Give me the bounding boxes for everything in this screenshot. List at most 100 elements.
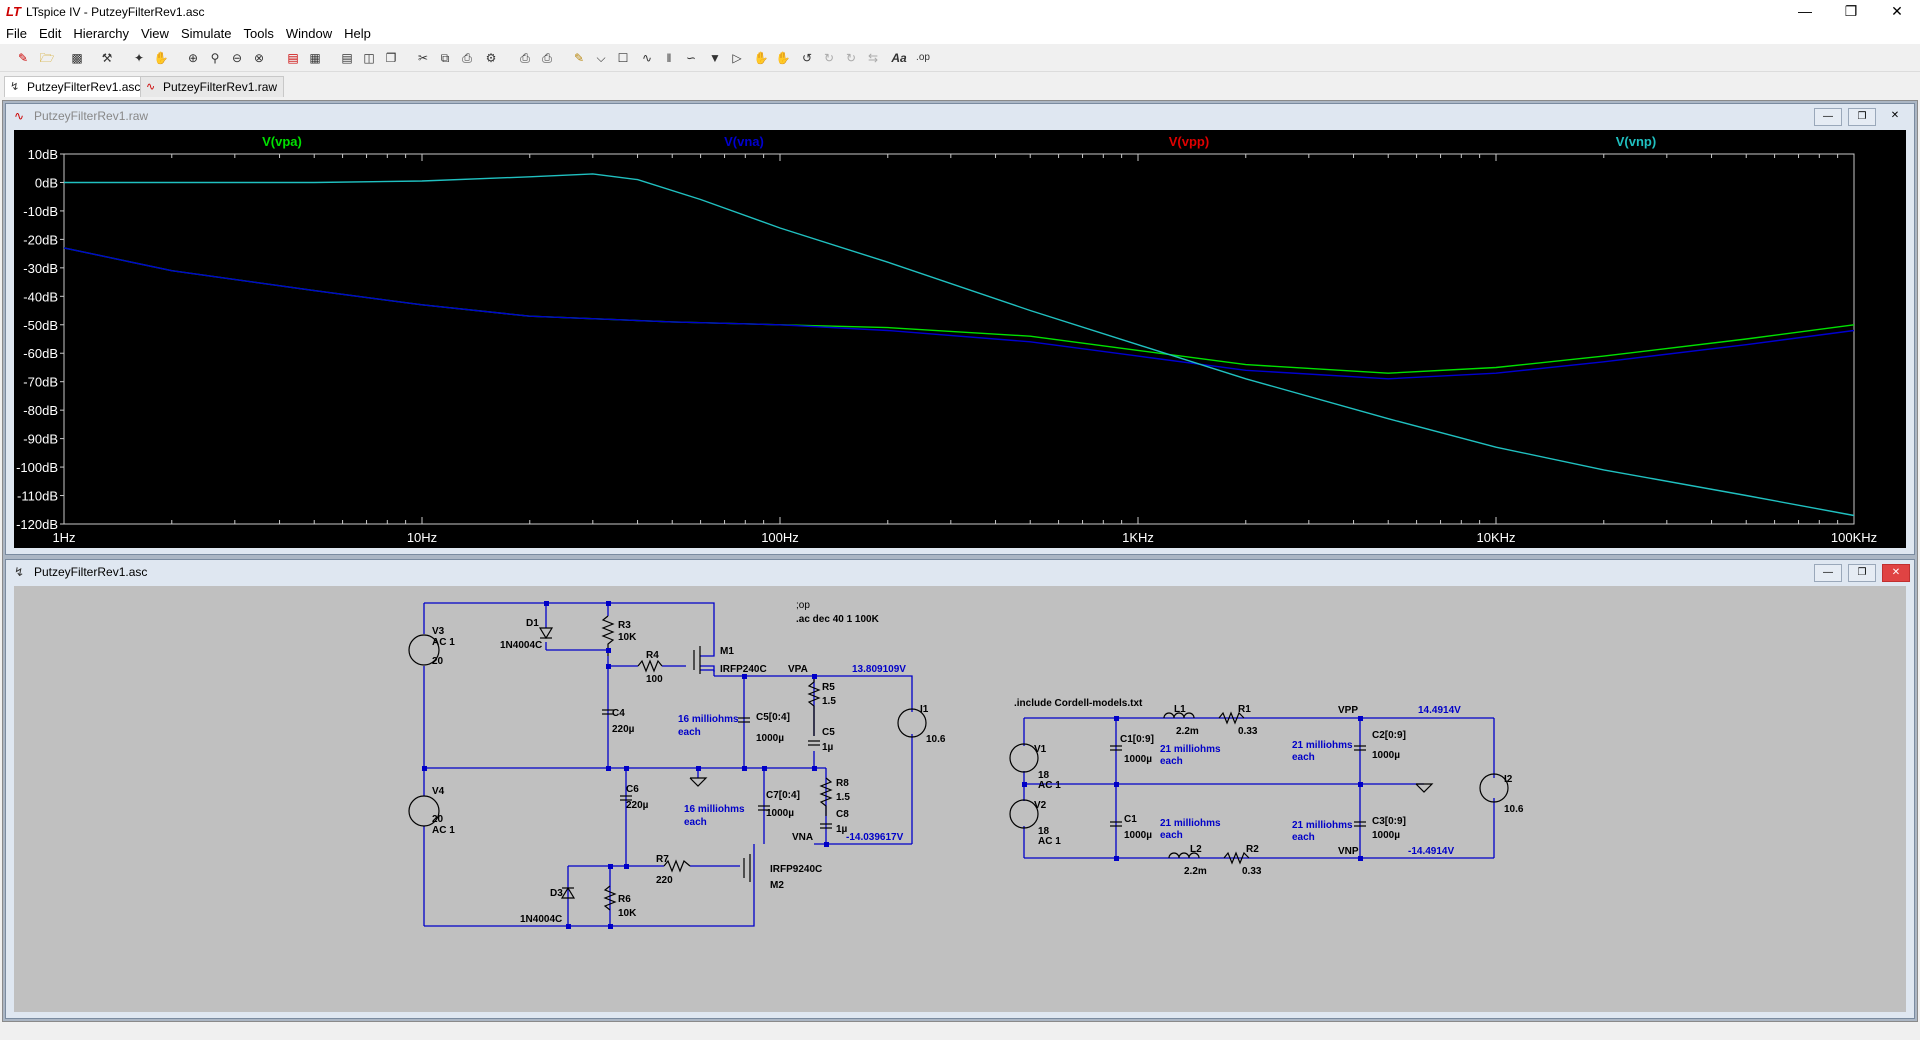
directive-include[interactable]: .include Cordell-models.txt bbox=[1014, 698, 1143, 709]
tab-schematic[interactable]: ↯ PutzeyFilterRev1.asc bbox=[4, 76, 148, 97]
r8-value: 1.5 bbox=[836, 792, 850, 803]
open-icon[interactable]: 🗁 bbox=[39, 51, 55, 65]
y-tick-label: -40dB bbox=[23, 289, 58, 304]
autorange-icon[interactable]: ▤ bbox=[287, 51, 299, 65]
menu-view[interactable]: View bbox=[140, 26, 169, 41]
c3arr-value: 1000µ bbox=[1372, 830, 1400, 841]
save-icon[interactable]: ▩ bbox=[71, 51, 83, 65]
cut-icon[interactable]: ✂ bbox=[417, 51, 429, 65]
plot-frame bbox=[63, 153, 1855, 525]
move-icon[interactable]: ✋ bbox=[753, 51, 769, 65]
new-schematic-icon[interactable]: ✎ bbox=[17, 51, 29, 65]
esr-note-c5-each: each bbox=[678, 727, 701, 738]
schematic-canvas[interactable]: V3 AC 1 20 V4 20 AC 1 D1 1N4004C R3 10K … bbox=[14, 586, 1906, 1012]
tile-vertical-icon[interactable]: ◫ bbox=[363, 51, 375, 65]
menu-file[interactable]: File bbox=[6, 26, 27, 41]
d1-label: D1 bbox=[526, 618, 539, 629]
waveform-window-titlebar[interactable]: ∿ PutzeyFilterRev1.raw — ❐ ✕ bbox=[6, 104, 1914, 128]
c4-value: 220µ bbox=[612, 724, 635, 735]
zoom-in-icon[interactable]: ⊕ bbox=[187, 51, 199, 65]
cascade-icon[interactable]: ❐ bbox=[385, 51, 397, 65]
schematic-minimize-button[interactable]: — bbox=[1814, 564, 1842, 582]
mirror-icon[interactable]: ⇆ bbox=[867, 51, 879, 65]
v3-label: V3 bbox=[432, 626, 445, 637]
print-preview-icon[interactable]: ⎙ bbox=[520, 51, 530, 65]
i1-label: I1 bbox=[920, 704, 929, 715]
run-icon[interactable]: ✦ bbox=[133, 51, 145, 65]
esr-note-c3arr: 21 milliohms bbox=[1292, 820, 1353, 831]
esr-note-c1-each: each bbox=[1160, 830, 1183, 841]
halt-icon[interactable]: ✋ bbox=[153, 51, 169, 65]
vna-voltage: -14.039617V bbox=[846, 832, 904, 843]
schematic-drawing[interactable]: V3 AC 1 20 V4 20 AC 1 D1 1N4004C R3 10K … bbox=[14, 586, 1906, 1012]
find-icon[interactable]: ⚙ bbox=[485, 51, 497, 65]
menu-tools[interactable]: Tools bbox=[243, 26, 274, 41]
r6-value: 10K bbox=[618, 908, 637, 919]
c6-value: 220µ bbox=[626, 800, 649, 811]
c5-value: 1µ bbox=[822, 742, 834, 753]
y-tick-label: -80dB bbox=[23, 403, 58, 418]
v4-ac: AC 1 bbox=[432, 825, 455, 836]
schematic-icon: ↯ bbox=[14, 565, 25, 579]
waveform-close-button[interactable]: ✕ bbox=[1890, 110, 1900, 121]
ground-icon[interactable]: ⌵ bbox=[596, 51, 606, 65]
capacitor-icon[interactable]: ‖ bbox=[666, 51, 672, 65]
v1-value: 18 bbox=[1038, 770, 1050, 781]
directive-ac[interactable]: .ac dec 40 1 100K bbox=[796, 614, 880, 625]
resistor-icon[interactable]: ∿ bbox=[641, 51, 653, 65]
schematic-maximize-button[interactable]: ❐ bbox=[1848, 564, 1876, 582]
spice-directive-icon[interactable]: .op bbox=[916, 52, 930, 63]
control-panel-icon[interactable]: ⚒ bbox=[101, 51, 113, 65]
copy-icon[interactable]: ⧉ bbox=[440, 51, 450, 65]
menu-window[interactable]: Window bbox=[285, 26, 333, 41]
x-tick-label: 100KHz bbox=[1831, 530, 1877, 545]
i1-value: 10.6 bbox=[926, 734, 946, 745]
c1arr-value: 1000µ bbox=[1124, 754, 1152, 765]
menu-simulate[interactable]: Simulate bbox=[180, 26, 232, 41]
esr-note-c7: 16 milliohms bbox=[684, 804, 745, 815]
inductor-icon[interactable]: ∽ bbox=[685, 51, 697, 65]
r2-value: 0.33 bbox=[1242, 866, 1262, 877]
schematic-close-button[interactable]: ✕ bbox=[1882, 564, 1910, 582]
restore-icon[interactable]: ❐ bbox=[1844, 3, 1858, 19]
undo-icon[interactable]: ↺ bbox=[801, 51, 813, 65]
text-icon[interactable]: Aa bbox=[891, 51, 907, 65]
menu-edit[interactable]: Edit bbox=[38, 26, 62, 41]
minimize-icon[interactable]: — bbox=[1798, 3, 1812, 19]
redo-icon[interactable]: ↻ bbox=[823, 51, 835, 65]
grid-icon[interactable]: ▦ bbox=[309, 51, 321, 65]
label-net-icon[interactable]: ☐ bbox=[617, 51, 629, 65]
tab-schematic-label: PutzeyFilterRev1.asc bbox=[27, 80, 141, 94]
close-icon[interactable]: ✕ bbox=[1891, 3, 1903, 19]
r1-label: R1 bbox=[1238, 704, 1251, 715]
diode-icon[interactable]: ▼ bbox=[709, 51, 721, 65]
c1-label: C1 bbox=[1124, 814, 1137, 825]
bode-plot[interactable]: 10dB0dB-10dB-20dB-30dB-40dB-50dB-60dB-70… bbox=[14, 130, 1906, 548]
component-icon[interactable]: ▷ bbox=[732, 51, 742, 65]
r1-value: 0.33 bbox=[1238, 726, 1258, 737]
zoom-fit-icon[interactable]: ⊗ bbox=[253, 51, 265, 65]
d1-part: 1N4004C bbox=[500, 640, 542, 651]
c1arr-label: C1[0:9] bbox=[1120, 734, 1154, 745]
rotate-icon[interactable]: ↻ bbox=[845, 51, 857, 65]
zoom-pan-icon[interactable]: ⚲ bbox=[210, 51, 220, 65]
c6-label: C6 bbox=[626, 784, 639, 795]
tile-horizontal-icon[interactable]: ▤ bbox=[341, 51, 353, 65]
draw-wire-icon[interactable]: ✎ bbox=[573, 51, 585, 65]
paste-icon[interactable]: ⎙ bbox=[462, 51, 472, 65]
net-vpp: VPP bbox=[1338, 705, 1358, 716]
i2-label: I2 bbox=[1504, 774, 1513, 785]
drag-icon[interactable]: ✋ bbox=[775, 51, 791, 65]
directive-op[interactable]: ;op bbox=[796, 600, 810, 611]
menu-help[interactable]: Help bbox=[344, 26, 371, 41]
schematic-window-titlebar[interactable]: ↯ PutzeyFilterRev1.asc — ❐ ✕ bbox=[6, 560, 1914, 584]
m2-label: M2 bbox=[770, 880, 784, 891]
waveform-minimize-button[interactable]: — bbox=[1814, 108, 1842, 126]
annotations: 13.809109V -14.039617V 14.4914V -14.4914… bbox=[678, 664, 1461, 857]
tab-waveform[interactable]: ∿ PutzeyFilterRev1.raw bbox=[140, 76, 285, 97]
zoom-out-icon[interactable]: ⊖ bbox=[231, 51, 243, 65]
print-icon[interactable]: ⎙ bbox=[542, 51, 552, 65]
menu-hierarchy[interactable]: Hierarchy bbox=[73, 26, 129, 41]
waveform-maximize-button[interactable]: ❐ bbox=[1848, 108, 1876, 126]
